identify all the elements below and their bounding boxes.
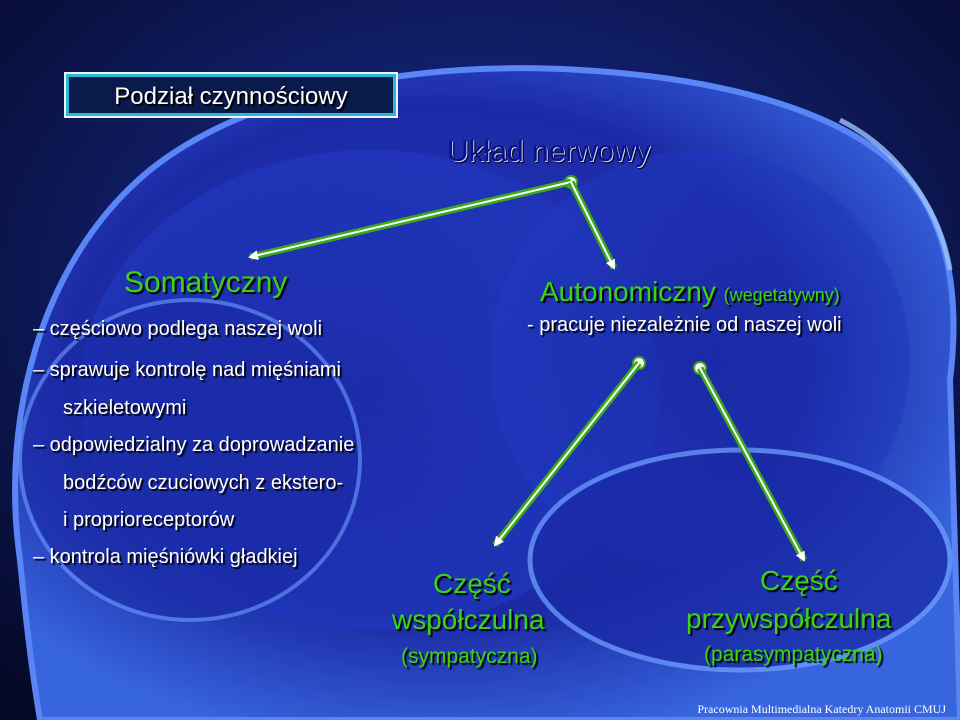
parasympathetic-line-3: (parasympatyczna) — [704, 643, 883, 666]
title-box: Podział czynnościowy — [64, 72, 398, 118]
parasympathetic-line-1: Część — [760, 565, 838, 596]
somatic-bullet-1: – częściowo podlega naszej woli — [33, 318, 323, 340]
somatic-bullet-2-cont: szkieletowymi — [63, 397, 187, 419]
autonomic-heading-main: Autonomiczny — [540, 276, 716, 307]
somatic-heading: Somatyczny — [124, 266, 288, 299]
main-heading: Układ nerwowy — [447, 135, 651, 168]
sympathetic-line-2: współczulna — [392, 604, 545, 635]
autonomic-description: - pracuje niezależnie od naszej woli — [527, 314, 842, 336]
sympathetic-line-3: (sympatyczna) — [401, 645, 538, 668]
autonomic-heading: Autonomiczny (wegetatywny) — [540, 276, 840, 308]
sympathetic-line-1: Część — [433, 568, 511, 599]
diagram-arrows — [248, 175, 808, 562]
footer-credit: Pracownia Multimedialna Katedry Anatomii… — [697, 702, 946, 716]
somatic-bullet-3: – odpowiedzialny za doprowadzanie — [33, 434, 355, 456]
title-text: Podział czynnościowy — [114, 83, 348, 110]
somatic-bullet-3-cont-2: i proprioreceptorów — [63, 509, 235, 531]
somatic-bullet-3-cont-1: bodźców czuciowych z ekstero- — [63, 472, 344, 494]
autonomic-heading-sub: (wegetatywny) — [723, 285, 840, 305]
parasympathetic-line-2: przywspółczulna — [686, 603, 892, 634]
somatic-bullet-4: – kontrola mięśniówki gładkiej — [33, 546, 298, 568]
somatic-bullet-2: – sprawuje kontrolę nad mięśniami — [33, 359, 341, 381]
